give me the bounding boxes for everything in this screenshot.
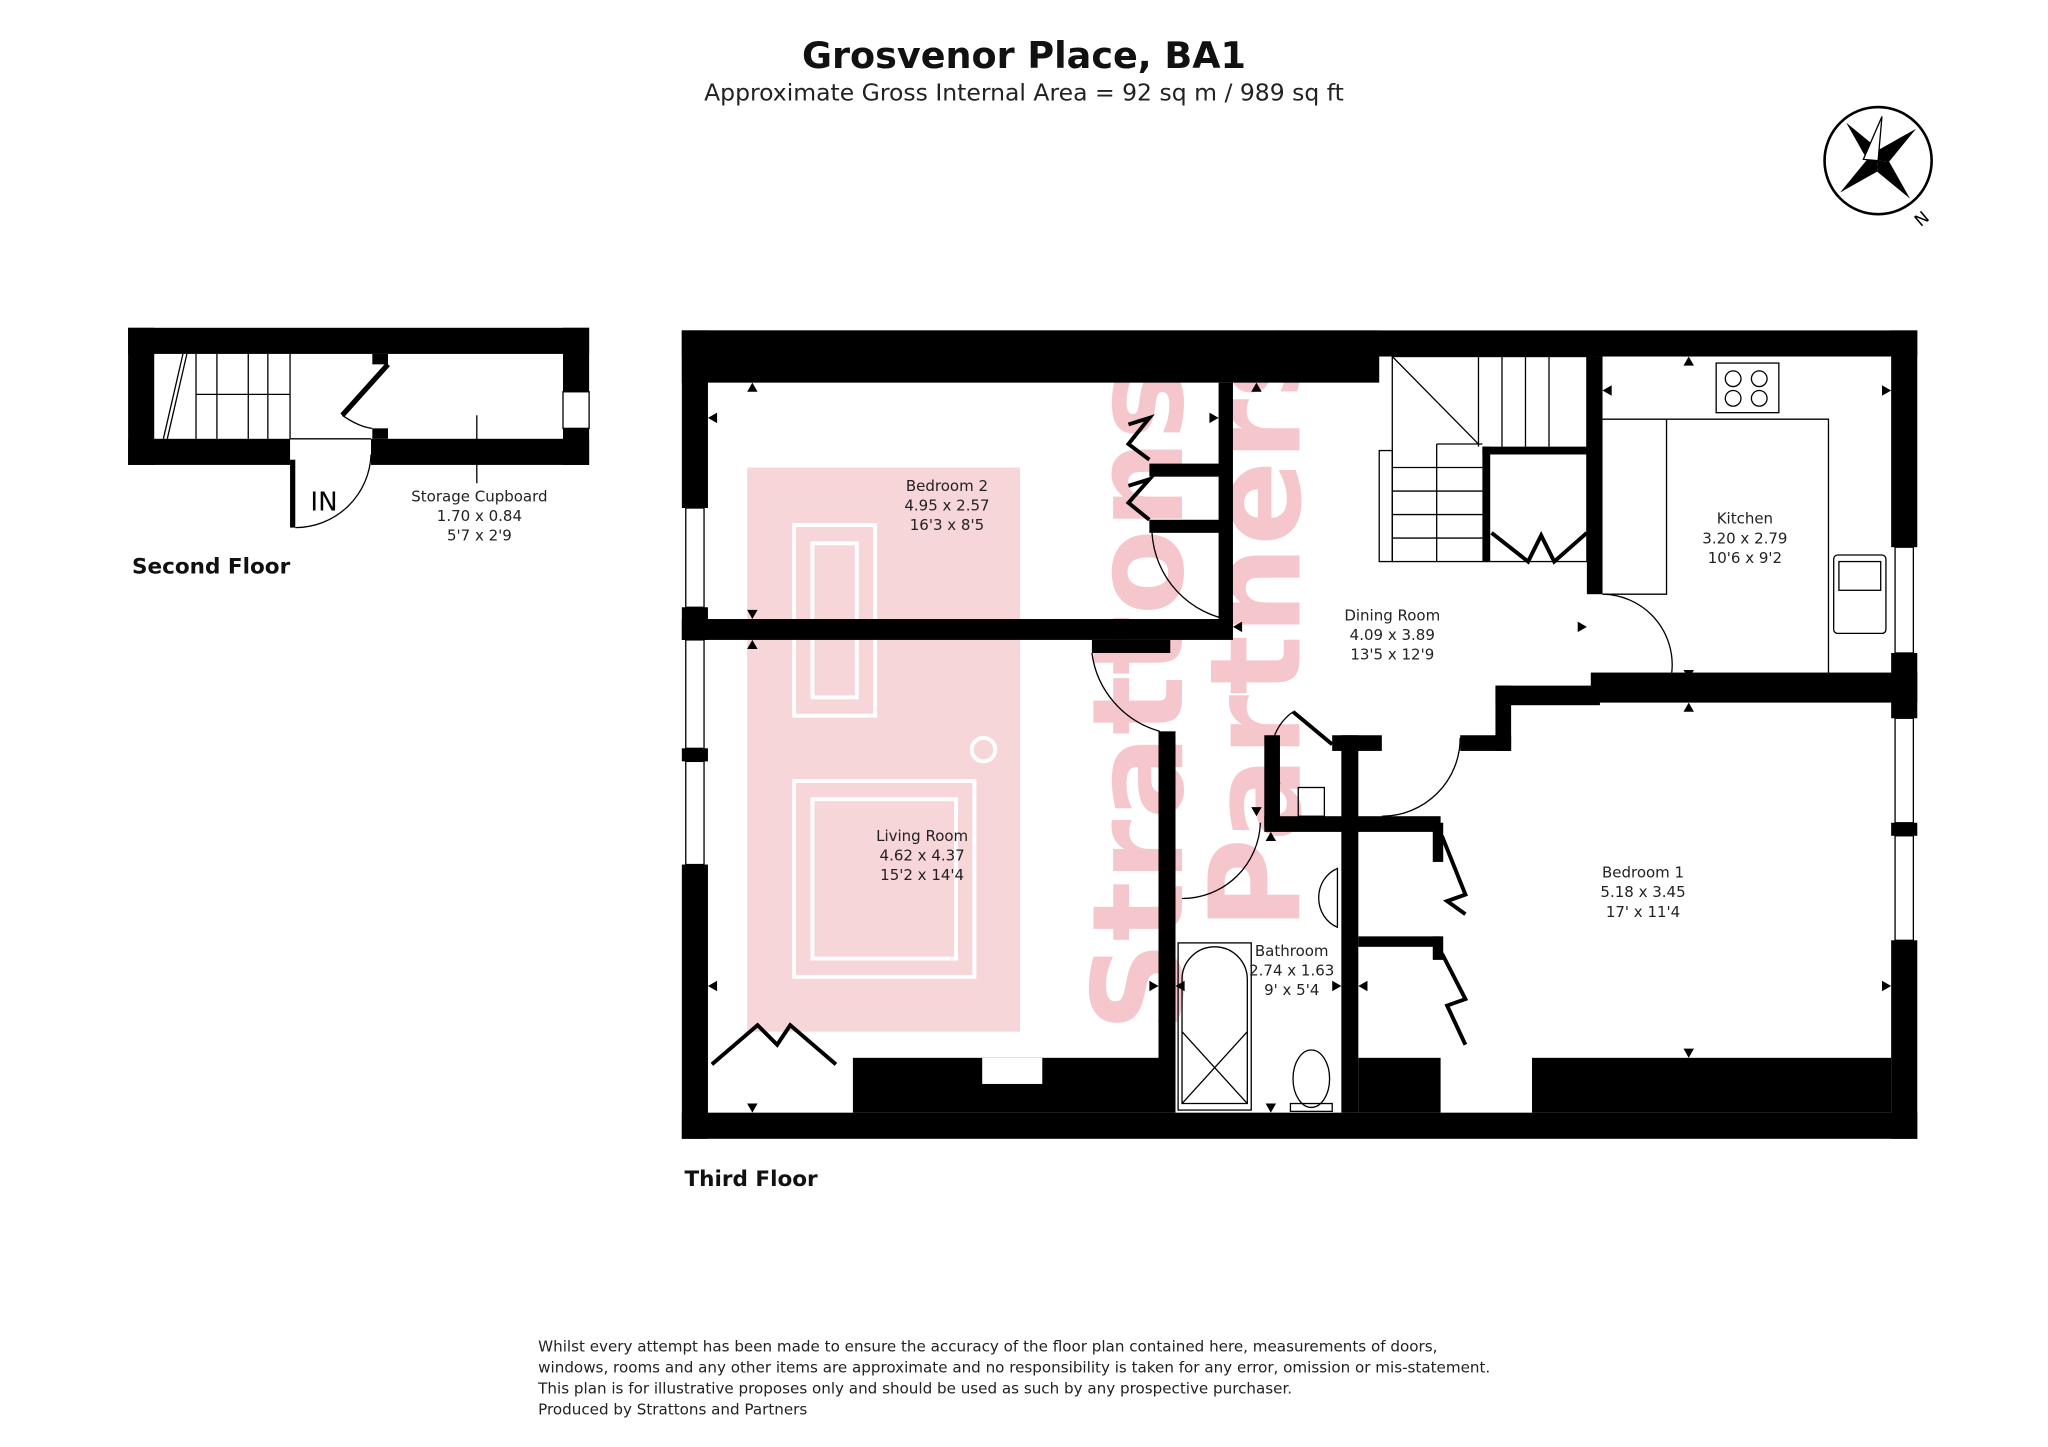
window	[562, 391, 590, 430]
room-metric-living-room: 4.62 x 4.37	[880, 847, 965, 865]
compass-north-label: N	[1911, 208, 1934, 231]
room-name-kitchen: Kitchen	[1717, 510, 1773, 528]
disclaimer-credit: Produced by Strattons and Partners	[538, 1400, 807, 1418]
room-imperial-bedroom-1: 17' x 11'4	[1606, 903, 1680, 921]
disclaimer: Whilst every attempt has been made to en…	[537, 1338, 1490, 1419]
room-imperial-storage: 5'7 x 2'9	[447, 527, 512, 545]
room-metric-bathroom: 2.74 x 1.63	[1249, 962, 1334, 980]
room-metric-kitchen: 3.20 x 2.79	[1702, 529, 1787, 547]
plan-title: Grosvenor Place, BA1	[802, 34, 1246, 77]
bathroom-fittings	[1177, 786, 1339, 1113]
plan-subtitle: Approximate Gross Internal Area = 92 sq …	[704, 79, 1344, 107]
room-name-dining-room: Dining Room	[1344, 606, 1440, 624]
kitchen-fittings	[1602, 362, 1887, 680]
room-name-bathroom: Bathroom	[1255, 942, 1329, 960]
staircase	[162, 353, 291, 439]
room-name-storage: Storage Cupboard	[411, 487, 547, 505]
staircase	[1378, 355, 1588, 563]
room-metric-bedroom-1: 5.18 x 3.45	[1600, 883, 1685, 901]
room-metric-storage: 1.70 x 0.84	[437, 507, 522, 525]
room-imperial-living-room: 15'2 x 14'4	[880, 866, 964, 884]
disclaimer-line: This plan is for illustrative proposes o…	[537, 1379, 1292, 1397]
room-imperial-kitchen: 10'6 x 9'2	[1708, 549, 1782, 567]
compass-icon: N	[1823, 105, 1934, 231]
third-floor-plan: Strattons Partners	[681, 324, 1918, 1139]
second-floor-label: Second Floor	[132, 554, 291, 579]
disclaimer-line: Whilst every attempt has been made to en…	[538, 1338, 1437, 1356]
room-metric-bedroom-2: 4.95 x 2.57	[904, 497, 989, 515]
watermark-logo	[747, 467, 1021, 1032]
second-floor-plan: IN Storage Cupboard 1.70 x 0.84 5'7 x 2'…	[128, 327, 590, 545]
room-imperial-dining-room: 13'5 x 12'9	[1350, 646, 1434, 664]
room-name-living-room: Living Room	[876, 827, 968, 845]
room-imperial-bedroom-2: 16'3 x 8'5	[910, 516, 984, 534]
room-imperial-bathroom: 9' x 5'4	[1264, 981, 1319, 999]
entrance-label: IN	[310, 488, 337, 518]
room-name-bedroom-1: Bedroom 1	[1602, 864, 1684, 882]
third-floor-label: Third Floor	[684, 1167, 818, 1192]
room-metric-dining-room: 4.09 x 3.89	[1350, 626, 1435, 644]
disclaimer-line: windows, rooms and any other items are a…	[538, 1359, 1490, 1377]
windows	[685, 507, 1915, 941]
room-name-bedroom-2: Bedroom 2	[906, 477, 988, 495]
dimension-arrows	[707, 356, 1892, 1113]
